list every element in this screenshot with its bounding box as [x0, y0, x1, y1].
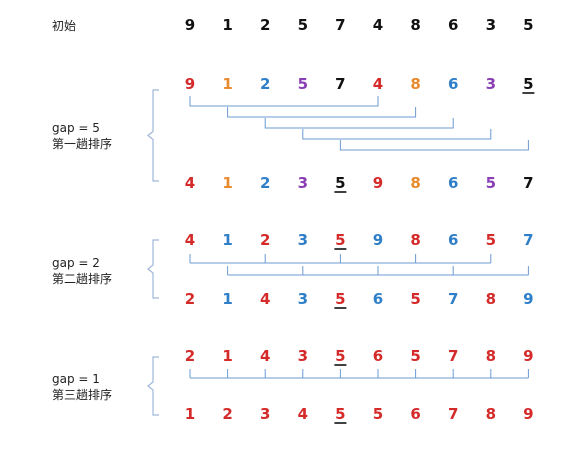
pass-3-brace: [147, 356, 159, 416]
pass-1-group-bracket: [227, 107, 417, 118]
pass-3-before-row-value: 5: [410, 347, 420, 365]
pass-2-after-row-value: 5: [335, 290, 345, 308]
pass-2-before-row-value: 8: [410, 231, 420, 249]
pass-3-after-row-value: 1: [185, 405, 195, 423]
pass-1-before-row-value: 4: [373, 75, 383, 93]
pass-2-before-row-value: 5: [486, 231, 496, 249]
pass-2-after-row-value: 7: [448, 290, 458, 308]
pass-1-after-row-value: 2: [260, 174, 270, 192]
initial-row-value: 3: [486, 16, 496, 34]
initial-row-value: 9: [185, 16, 195, 34]
pass-1-before-row-value: 9: [185, 75, 195, 93]
initial-row-value: 7: [335, 16, 345, 34]
pass-3-before-row-value: 5: [335, 347, 345, 365]
pass-2-before-row-value: 4: [185, 231, 195, 249]
pass-3-before-row-value: 4: [260, 347, 270, 365]
initial-row-value: 5: [523, 16, 533, 34]
pass-3-label: 第三趟排序: [52, 388, 113, 402]
pass-2-gap-label: gap = 2: [52, 256, 100, 270]
initial-row-value: 8: [410, 16, 420, 34]
pass-2-after-row-value: 4: [260, 290, 270, 308]
pass-3-after-row-value: 2: [222, 405, 232, 423]
pass-2-after-row-value: 5: [410, 290, 420, 308]
pass-2-after-row-value: 2: [185, 290, 195, 308]
pass-3-before-row-value: 9: [523, 347, 533, 365]
pass-1-after-row-value: 4: [185, 174, 195, 192]
pass-1-before-row-value: 3: [486, 75, 496, 93]
pass-3-after-row-value: 5: [335, 405, 345, 423]
pass-3-gap-label: gap = 1: [52, 372, 100, 386]
pass-2-after-row-value: 6: [373, 290, 383, 308]
pass-1-after-row-value: 7: [523, 174, 533, 192]
pass-1-after-row-value: 5: [486, 174, 496, 192]
pass-3-before-row-value: 1: [222, 347, 232, 365]
pass-3-after-row-value: 9: [523, 405, 533, 423]
pass-3-before-row-value: 6: [373, 347, 383, 365]
pass-1-before-row-value: 7: [335, 75, 345, 93]
pass-1-label: 第一趟排序: [52, 137, 113, 151]
pass-2-before-row-value: 5: [335, 231, 345, 249]
pass-1-after-row-value: 6: [448, 174, 458, 192]
initial-row-value: 6: [448, 16, 458, 34]
pass-3-before-row-value: 7: [448, 347, 458, 365]
pass-3-before-row-value: 2: [185, 347, 195, 365]
pass-2-brace: [147, 239, 159, 299]
pass-1-after-row-value: 3: [298, 174, 308, 192]
pass-1-group-bracket: [264, 118, 454, 129]
pass-1-group-bracket: [302, 129, 492, 140]
pass-1-before-row-value: 6: [448, 75, 458, 93]
pass-2-before-row-value: 3: [298, 231, 308, 249]
pass-3-after-row-value: 7: [448, 405, 458, 423]
pass-1-group-bracket: [339, 140, 529, 151]
initial-row-value: 1: [222, 16, 232, 34]
pass-2-before-row-value: 7: [523, 231, 533, 249]
initial-row-value: 5: [298, 16, 308, 34]
pass-1-after-row-value: 9: [373, 174, 383, 192]
pass-1-after-row-value: 8: [410, 174, 420, 192]
pass-2-before-row-value: 2: [260, 231, 270, 249]
pass-3-before-row-value: 8: [486, 347, 496, 365]
pass-1-before-row-value: 8: [410, 75, 420, 93]
pass-1-before-row-value: 1: [222, 75, 232, 93]
initial-label: 初始: [52, 19, 77, 33]
pass-3-after-row-value: 8: [486, 405, 496, 423]
pass-2-after-row-value: 9: [523, 290, 533, 308]
pass-3-after-row-value: 3: [260, 405, 270, 423]
pass-1-before-row-value: 2: [260, 75, 270, 93]
pass-3-after-row-value: 4: [298, 405, 308, 423]
pass-2-after-row-value: 1: [222, 290, 232, 308]
pass-1-before-row-value: 5: [523, 75, 533, 93]
initial-row-value: 2: [260, 16, 270, 34]
pass-3-before-row-value: 3: [298, 347, 308, 365]
pass-2-before-row-value: 9: [373, 231, 383, 249]
pass-2-after-row-value: 8: [486, 290, 496, 308]
pass-1-after-row-value: 5: [335, 174, 345, 192]
pass-2-after-row-value: 3: [298, 290, 308, 308]
pass-1-brace: [147, 89, 159, 182]
pass-1-after-row-value: 1: [222, 174, 232, 192]
pass-2-before-row-value: 1: [222, 231, 232, 249]
pass-1-group-bracket: [189, 96, 379, 107]
pass-3-after-row-value: 5: [373, 405, 383, 423]
pass-3-after-row-value: 6: [410, 405, 420, 423]
pass-1-before-row-value: 5: [298, 75, 308, 93]
pass-1-gap-label: gap = 5: [52, 121, 100, 135]
pass-2-before-row-value: 6: [448, 231, 458, 249]
pass-2-label: 第二趟排序: [52, 272, 113, 286]
initial-row-value: 4: [373, 16, 383, 34]
